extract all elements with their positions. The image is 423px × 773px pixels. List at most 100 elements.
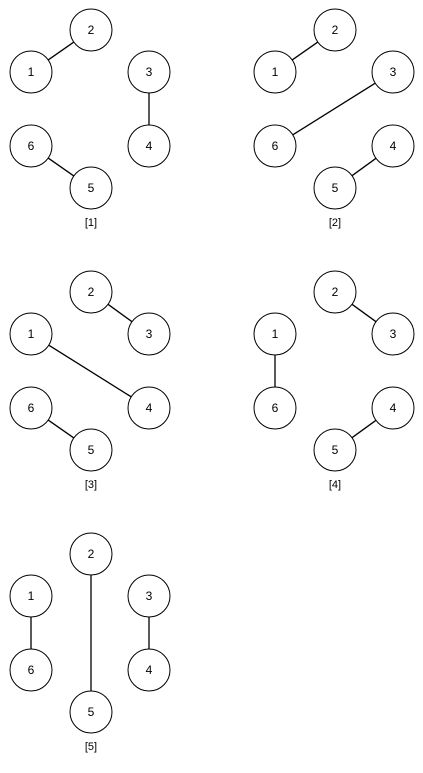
node-circle <box>69 270 113 314</box>
edge-1-2 <box>291 41 319 61</box>
panel-label: [4] <box>329 479 341 491</box>
node-label: 6 <box>28 401 35 415</box>
node-circle <box>253 386 297 430</box>
node-label: 1 <box>272 65 279 79</box>
node-circle <box>313 166 357 210</box>
node-label: 4 <box>146 139 153 153</box>
node-2: 2 <box>69 270 113 314</box>
node-2: 2 <box>69 8 113 52</box>
node-6: 6 <box>253 124 297 168</box>
node-label: 5 <box>88 705 95 719</box>
node-5: 5 <box>69 690 113 734</box>
node-3: 3 <box>127 312 171 356</box>
edge-4-5 <box>351 419 377 439</box>
node-circle <box>69 8 113 52</box>
node-label: 3 <box>390 65 397 79</box>
node-4: 4 <box>127 386 171 430</box>
edge-1-4 <box>48 344 132 398</box>
node-circle <box>69 166 113 210</box>
node-circle <box>127 124 171 168</box>
node-circle <box>253 124 297 168</box>
node-3: 3 <box>371 312 415 356</box>
node-4: 4 <box>371 124 415 168</box>
node-label: 2 <box>88 547 95 561</box>
edge-4-5 <box>351 157 377 177</box>
node-circle <box>371 312 415 356</box>
panel-label: [1] <box>85 217 97 229</box>
node-label: 6 <box>28 139 35 153</box>
node-2: 2 <box>69 532 113 576</box>
node-label: 4 <box>146 401 153 415</box>
node-label: 4 <box>146 663 153 677</box>
node-label: 3 <box>146 589 153 603</box>
node-label: 3 <box>146 327 153 341</box>
node-label: 2 <box>88 285 95 299</box>
edge-1-2 <box>47 41 75 61</box>
node-circle <box>69 532 113 576</box>
node-circle <box>69 690 113 734</box>
node-circle <box>253 312 297 356</box>
node-circle <box>127 386 171 430</box>
node-label: 6 <box>272 401 279 415</box>
node-label: 2 <box>88 23 95 37</box>
panel-1: 1 2 3 4 5 6 [1] <box>9 8 171 229</box>
node-circle <box>313 428 357 472</box>
node-circle <box>371 50 415 94</box>
node-5: 5 <box>313 166 357 210</box>
node-3: 3 <box>127 50 171 94</box>
node-circle <box>9 574 53 618</box>
node-circle <box>371 386 415 430</box>
node-circle <box>9 648 53 692</box>
node-circle <box>69 428 113 472</box>
node-circle <box>127 312 171 356</box>
node-circle <box>9 386 53 430</box>
panel-4: 1 2 3 4 5 6 [4] <box>253 270 415 491</box>
node-label: 4 <box>390 139 397 153</box>
node-1: 1 <box>253 312 297 356</box>
node-label: 6 <box>272 139 279 153</box>
node-1: 1 <box>9 50 53 94</box>
node-circle <box>9 50 53 94</box>
panel-2: 1 2 3 4 5 6 [2] <box>253 8 415 229</box>
node-1: 1 <box>9 312 53 356</box>
node-label: 6 <box>28 663 35 677</box>
panel-label: [5] <box>85 741 97 753</box>
node-circle <box>371 124 415 168</box>
edge-5-6 <box>47 419 75 439</box>
panel-label: [2] <box>329 217 341 229</box>
node-label: 5 <box>88 443 95 457</box>
node-circle <box>253 50 297 94</box>
node-label: 1 <box>28 327 35 341</box>
node-3: 3 <box>127 574 171 618</box>
panel-label: [3] <box>85 479 97 491</box>
node-4: 4 <box>127 124 171 168</box>
node-label: 2 <box>332 285 339 299</box>
node-circle <box>313 270 357 314</box>
node-label: 1 <box>28 589 35 603</box>
node-6: 6 <box>9 124 53 168</box>
edge-2-3 <box>107 303 133 323</box>
node-circle <box>127 50 171 94</box>
node-2: 2 <box>313 270 357 314</box>
node-3: 3 <box>371 50 415 94</box>
node-label: 5 <box>332 181 339 195</box>
edge-2-3 <box>351 303 377 323</box>
node-5: 5 <box>69 428 113 472</box>
node-label: 5 <box>88 181 95 195</box>
node-5: 5 <box>69 166 113 210</box>
node-5: 5 <box>313 428 357 472</box>
node-4: 4 <box>371 386 415 430</box>
node-label: 3 <box>146 65 153 79</box>
node-4: 4 <box>127 648 171 692</box>
node-6: 6 <box>253 386 297 430</box>
node-2: 2 <box>313 8 357 52</box>
node-label: 5 <box>332 443 339 457</box>
node-label: 1 <box>272 327 279 341</box>
panel-5: 1 2 3 4 5 6 [5] <box>9 532 171 753</box>
node-label: 3 <box>390 327 397 341</box>
node-1: 1 <box>9 574 53 618</box>
node-circle <box>9 312 53 356</box>
node-6: 6 <box>9 648 53 692</box>
